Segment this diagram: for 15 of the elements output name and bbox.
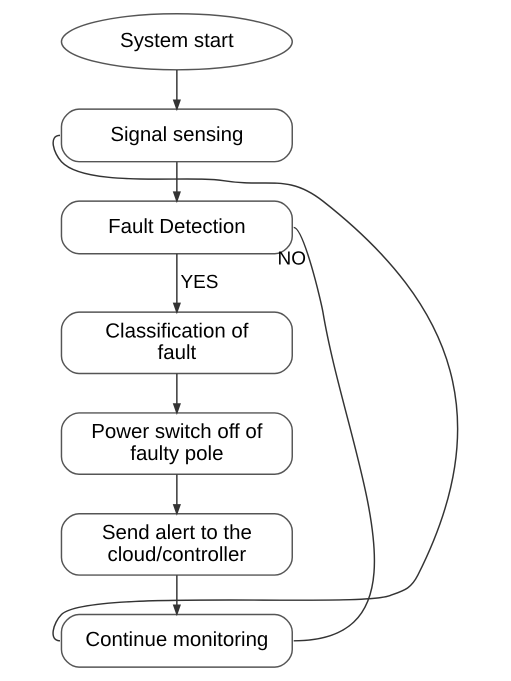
node-ellipse: System start: [60, 13, 293, 71]
node-box: Signal sensing: [60, 108, 293, 162]
arrow: [172, 575, 181, 616]
arrow: [172, 162, 181, 204]
node-box: Classification of fault: [60, 311, 293, 374]
node-box: Power switch off of faulty pole: [60, 412, 293, 476]
arrow: [172, 374, 181, 416]
node-box: Send alert to the cloud/controller: [60, 513, 293, 576]
arrow: [172, 254, 181, 314]
connector: [52, 134, 458, 642]
node-box: Continue monitoring: [60, 614, 293, 668]
arrow: [172, 70, 181, 112]
edge-label: YES: [180, 272, 218, 293]
connector: [293, 226, 376, 642]
arrow: [172, 474, 181, 516]
